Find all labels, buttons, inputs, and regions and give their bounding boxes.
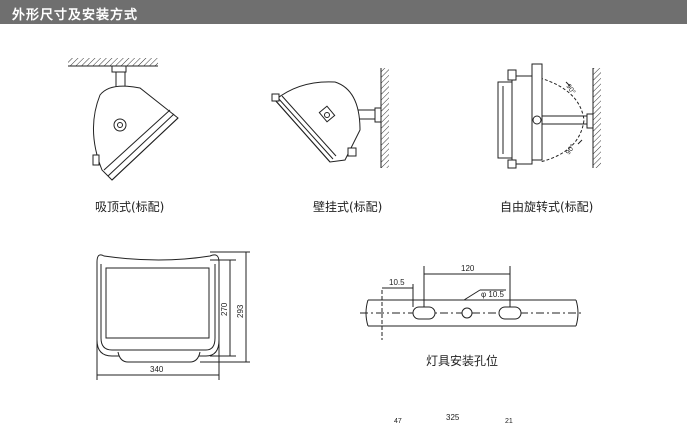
inner-height-dimension: 270 [220,302,229,316]
front-view-drawing [96,251,250,380]
ceiling-mount-drawing [68,58,179,181]
outer-height-dimension: 293 [236,304,245,318]
bottom-right-dimension: 21 [505,418,513,423]
wall-mount-drawing [271,68,389,168]
caption-free-rotation: 自由旋转式(标配) [500,200,594,214]
section-header-bar: 外形尺寸及安装方式 [0,0,687,24]
bottom-left-dimension: 47 [394,418,402,423]
hole-diameter-dimension: φ 10.5 [481,290,505,299]
caption-mounting-holes: 灯具安装孔位 [426,354,499,368]
free-rotation-drawing [497,63,601,169]
width-dimension: 340 [150,365,164,374]
angle-upper-label: 90° [564,83,577,96]
bottom-center-dimension: 325 [446,413,460,422]
hole-spacing-dimension: 120 [461,264,475,273]
mounting-hole-drawing [360,266,584,340]
section-title: 外形尺寸及安装方式 [12,8,139,23]
caption-wall-mount: 壁挂式(标配) [313,200,383,214]
caption-ceiling-mount: 吸顶式(标配) [95,200,165,214]
angle-lower-label: 90° [564,143,577,156]
edge-offset-dimension: 10.5 [389,278,405,287]
